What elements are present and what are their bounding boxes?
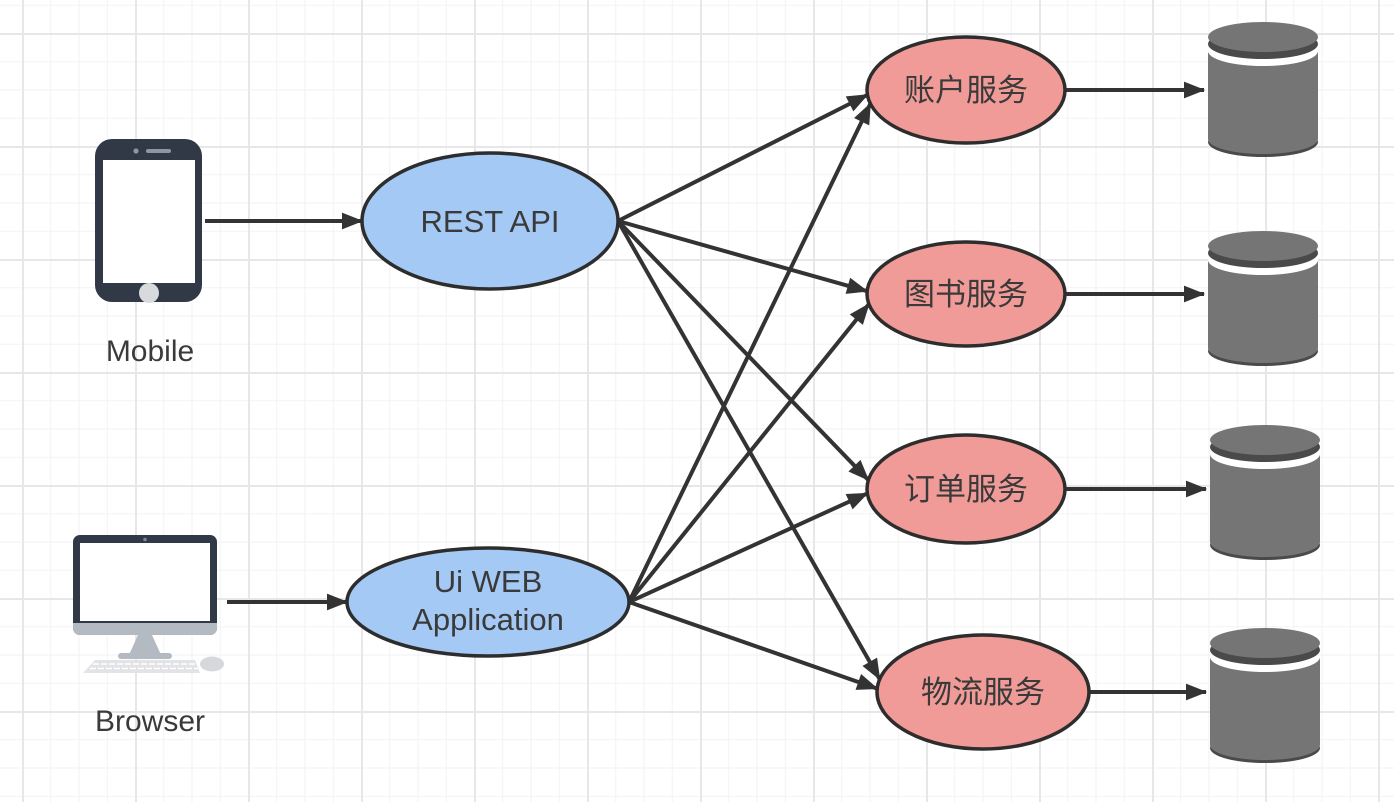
account-service-node[interactable]: 账户服务 (865, 35, 1067, 145)
arrow-ui_web-account (627, 102, 873, 603)
arrow-rest_api-order (616, 219, 870, 482)
mobile-label: Mobile (106, 335, 194, 368)
database-cylinder-icon[interactable] (1210, 628, 1320, 763)
browser-client-node[interactable]: Browser (73, 535, 224, 738)
mobile-client-node[interactable]: Mobile (95, 139, 202, 368)
arrow-ui_web-logistics (628, 600, 879, 691)
rest-api-node[interactable]: REST API (360, 151, 620, 291)
ui-web-application-node[interactable]: Ui WEB Application (345, 546, 631, 658)
logistics-service-label: 物流服务 (921, 675, 1045, 710)
rest-api-ellipse (360, 151, 620, 291)
order-service-label: 订单服务 (904, 472, 1028, 507)
ui-web-application-ellipse (345, 546, 631, 658)
browser-label: Browser (95, 705, 205, 738)
smartphone-icon (95, 139, 202, 303)
account-service-label: 账户服务 (904, 73, 1028, 108)
arrow-rest_api-book (617, 219, 869, 294)
desktop-computer-icon (73, 535, 224, 673)
ui-web-label-line1: Ui WEB (434, 564, 543, 599)
logistics-service-node[interactable]: 物流服务 (875, 633, 1091, 751)
database-cylinder-icon[interactable] (1210, 425, 1320, 560)
arrow-ui_web-order (628, 491, 869, 604)
database-icons (1208, 22, 1320, 763)
order-service-node[interactable]: 订单服务 (865, 433, 1067, 545)
book-service-label: 图书服务 (904, 277, 1028, 312)
order-service-ellipse (865, 433, 1067, 545)
database-cylinder-icon[interactable] (1208, 22, 1318, 157)
book-service-ellipse (865, 240, 1067, 348)
database-cylinder-icon[interactable] (1208, 231, 1318, 366)
arrow-ui_web-book (627, 302, 871, 604)
logistics-service-ellipse (875, 633, 1091, 751)
arrow-rest_api-account (617, 93, 869, 223)
connector-arrows (205, 81, 1208, 701)
book-service-node[interactable]: 图书服务 (865, 240, 1067, 348)
rest-api-label: REST API (421, 204, 560, 239)
account-service-ellipse (865, 35, 1067, 145)
ui-web-label-line2: Application (412, 602, 564, 637)
